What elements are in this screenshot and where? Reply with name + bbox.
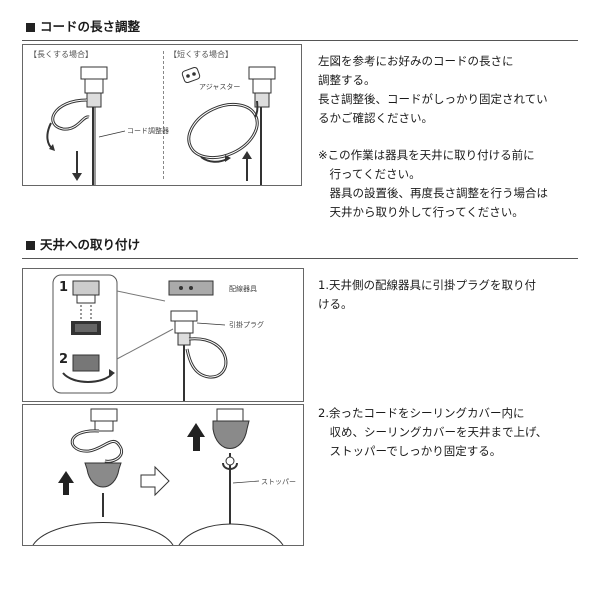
- ceiling-cover-icon: [84, 462, 122, 488]
- cord-length-instructions: 左図を参考にお好みのコードの長さに 調整する。 長さ調整後、コードがしっかり固定…: [318, 54, 548, 125]
- plug-before-icon: [90, 408, 118, 432]
- step-number-1: 1: [59, 280, 68, 295]
- arrow-down-icon: [72, 151, 82, 181]
- label-plug: 引掛プラグ: [229, 320, 264, 329]
- ceiling-cover-up-icon: [212, 420, 250, 449]
- square-bullet-icon: [26, 23, 35, 32]
- arrow-right-icon: [140, 465, 170, 497]
- plug-right-icon: [248, 66, 276, 108]
- square-bullet-icon: [26, 241, 35, 250]
- step1-instructions: 1.天井側の配線器具に引掛プラグを取り付 ける。: [318, 278, 536, 311]
- rotate-arrow-short-icon: [200, 156, 228, 163]
- arrow-up-right-icon: [187, 423, 205, 451]
- arrow-up-icon: [242, 151, 252, 181]
- cord-length-note: ※この作業は器具を天井に取り付ける前に 行ってください。 器具の設置後、再度長さ…: [318, 148, 548, 219]
- stopper-icon: [222, 462, 238, 470]
- twist-plug-icon: [72, 354, 100, 372]
- label-cord-adjuster: コード調整器: [127, 126, 169, 135]
- step1-illustration-panel: 1 2 配線器具 引掛プラグ: [22, 268, 304, 402]
- step2-illustration-panel: ストッパー: [22, 404, 304, 546]
- ceiling-fixture-icon: [168, 280, 214, 296]
- label-stopper: ストッパー: [261, 478, 296, 486]
- section-title: 天井への取り付け: [40, 237, 141, 252]
- cord-adjust-diagram: コード調整器 アジャスター: [46, 66, 276, 185]
- label-ceiling-fixture: 配線器具: [229, 284, 257, 293]
- plug-left-icon: [80, 66, 108, 108]
- caption-long: 【長くする場合】: [29, 50, 93, 59]
- hook-plug-icon: [170, 310, 198, 346]
- adjuster-icon: [181, 66, 201, 84]
- section-header-ceiling-install: 天井への取り付け: [22, 236, 578, 259]
- label-adjuster: アジャスター: [199, 82, 240, 91]
- step1-diagram: 1 2 配線器具 引掛プラグ: [52, 274, 264, 401]
- section-header-cord-length: コードの長さ調整: [22, 18, 578, 41]
- panel-divider: [163, 51, 164, 179]
- step2-diagram: ストッパー: [32, 408, 296, 545]
- step2-instructions: 2.余ったコードをシーリングカバー内に 収め、シーリングカバーを天井まで上げ、 …: [318, 406, 548, 458]
- arrow-up-icon: [58, 471, 74, 495]
- plug-top-icon: [72, 280, 100, 304]
- step-number-2: 2: [59, 352, 68, 367]
- cord-adjust-illustration-panel: 【長くする場合】 【短くする場合】 コード調整器 アジャスター: [22, 44, 302, 186]
- caption-short: 【短くする場合】: [169, 50, 233, 59]
- plug-after-icon: [216, 408, 244, 422]
- section-title: コードの長さ調整: [40, 19, 141, 34]
